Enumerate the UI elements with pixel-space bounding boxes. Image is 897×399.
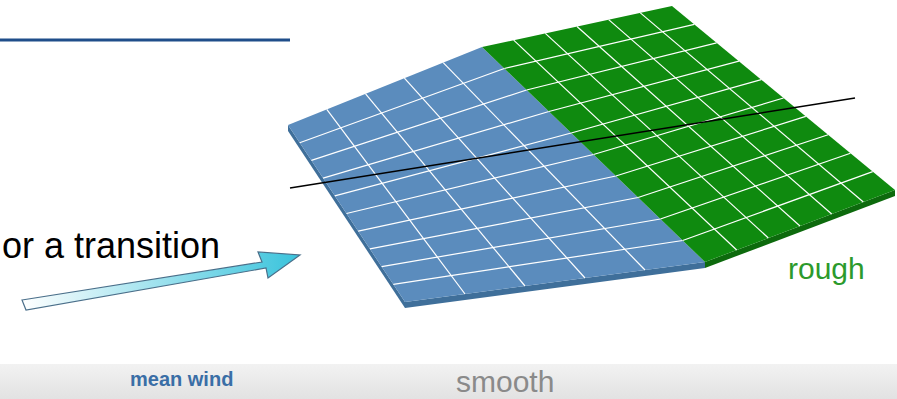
grid-line <box>370 198 638 249</box>
grid-line <box>616 116 806 176</box>
grid-line <box>594 98 784 155</box>
grid-line <box>504 24 694 68</box>
surface-label: smooth <box>456 365 554 398</box>
grid-line <box>527 43 717 90</box>
transect-line <box>290 98 855 188</box>
footer-bar <box>0 364 897 399</box>
grid-line <box>683 172 873 241</box>
grid-line <box>323 112 549 179</box>
grid-line <box>300 69 505 143</box>
arrow-label: mean wind <box>130 368 233 390</box>
slide-text: or a transition <box>2 226 220 266</box>
grid-line <box>660 153 850 219</box>
surface-plane <box>288 6 895 308</box>
grid-line <box>571 80 761 133</box>
grid-line <box>549 61 739 111</box>
header-rule <box>0 39 290 42</box>
grid-line <box>382 219 661 267</box>
rough-surface <box>482 6 895 262</box>
grid-line <box>347 155 594 214</box>
surface-label: rough <box>788 252 865 285</box>
grid-line <box>638 135 828 198</box>
grid-line <box>393 241 682 285</box>
grid-line <box>577 27 800 227</box>
grid-line <box>335 133 571 196</box>
grid-line <box>358 176 616 231</box>
